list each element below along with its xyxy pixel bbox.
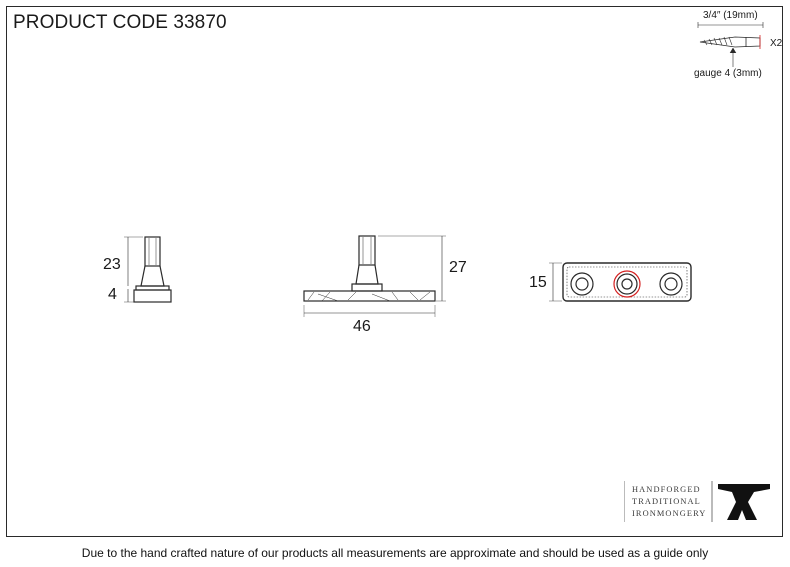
- product-code-title: PRODUCT CODE 33870: [13, 12, 227, 33]
- brand-wordmark: HANDFORGED TRADITIONAL IRONMONGERY: [632, 484, 706, 520]
- side-base-height-label: 4: [108, 286, 117, 303]
- brand-logo: [624, 481, 770, 522]
- front-height-label: 27: [449, 259, 467, 276]
- screw-gauge-label: gauge 4 (3mm): [694, 68, 762, 79]
- drawing-frame: [6, 6, 783, 537]
- side-stem-height-label: 23: [103, 256, 121, 273]
- anvil-icon: [718, 484, 770, 520]
- screw-icon: [697, 22, 764, 67]
- front-width-label: 46: [353, 318, 371, 335]
- side-view: [124, 236, 172, 303]
- top-view: [549, 262, 692, 302]
- top-depth-label: 15: [529, 274, 547, 291]
- screw-quantity-label: X2: [770, 38, 783, 49]
- front-view: [303, 235, 446, 317]
- screw-length-label: 3/4″ (19mm): [703, 10, 758, 21]
- disclaimer-text: Due to the hand crafted nature of our pr…: [81, 546, 709, 560]
- brand-line-2: TRADITIONAL: [632, 497, 701, 506]
- brand-line-1: HANDFORGED: [632, 485, 701, 494]
- brand-line-3: IRONMONGERY: [632, 509, 707, 518]
